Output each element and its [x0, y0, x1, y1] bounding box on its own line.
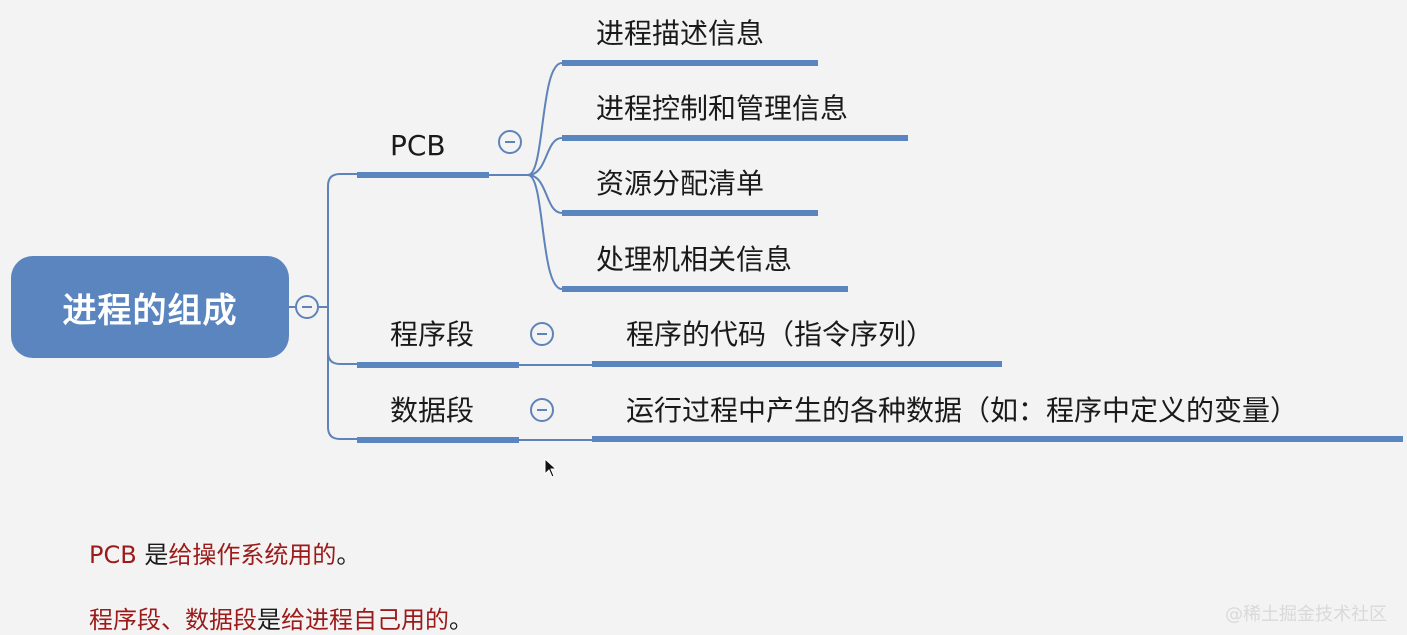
note-2-verb: 是: [257, 606, 281, 634]
note-2-subject: 程序段、数据段: [89, 606, 257, 634]
data-collapse-icon[interactable]: [530, 398, 554, 422]
pcb-curve-4: [527, 174, 563, 290]
pcb-curve-1: [527, 62, 563, 176]
trunk-to-pcb: [327, 173, 357, 307]
leaf-label-pcb-4[interactable]: 处理机相关信息: [596, 243, 793, 276]
note-line-1: PCB 是给操作系统用的。: [89, 535, 360, 570]
note-line-2: 程序段、数据段是给进程自己用的。: [89, 600, 473, 635]
branch-label-data[interactable]: 数据段: [390, 394, 475, 427]
note-1-object: 给操作系统用的: [168, 541, 337, 569]
leaf-label-data[interactable]: 运行过程中产生的各种数据（如：程序中定义的变量）: [626, 394, 1299, 427]
mouse-cursor-icon: [544, 458, 558, 478]
trunk-to-program: [327, 307, 357, 365]
branch-label-program[interactable]: 程序段: [390, 318, 475, 351]
pcb-curve-2: [527, 137, 563, 176]
root-label: 进程的组成: [62, 290, 238, 331]
trunk-to-data: [327, 352, 357, 440]
note-2-period: 。: [449, 606, 473, 634]
watermark-text: @稀土掘金技术社区: [1225, 604, 1387, 625]
pcb-curve-3: [527, 174, 563, 214]
program-collapse-icon[interactable]: [530, 322, 554, 346]
note-1-subject: PCB: [89, 541, 137, 569]
leaf-label-program[interactable]: 程序的代码（指令序列）: [626, 318, 935, 351]
branch-label-pcb[interactable]: PCB: [390, 129, 446, 162]
root-node[interactable]: 进程的组成: [11, 256, 289, 358]
leaf-label-pcb-1[interactable]: 进程描述信息: [596, 17, 765, 50]
pcb-collapse-icon[interactable]: [498, 130, 522, 154]
root-collapse-icon[interactable]: [295, 295, 319, 319]
leaf-label-pcb-2[interactable]: 进程控制和管理信息: [596, 92, 849, 125]
leaf-label-pcb-3[interactable]: 资源分配清单: [596, 167, 765, 200]
note-2-object: 给进程自己用的: [281, 606, 449, 634]
note-1-period: 。: [336, 541, 361, 569]
note-1-verb: 是: [136, 541, 169, 569]
